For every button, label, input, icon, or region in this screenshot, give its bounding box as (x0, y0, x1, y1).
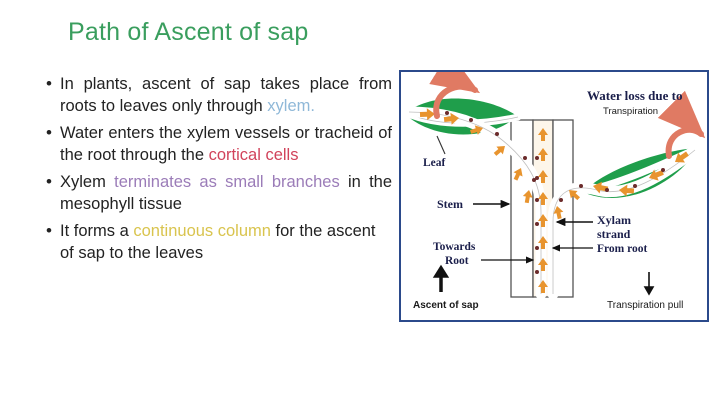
bullet-2-seg-2: cortical cells (208, 145, 299, 164)
label-towards-root-line1: Towards (433, 241, 476, 253)
sap-particles-center (535, 156, 539, 274)
transpiration-arrow-left (429, 72, 481, 119)
label-transpiration-pull: Transpiration pull (607, 300, 683, 311)
label-from-root: From root (597, 243, 648, 255)
sap-flow-arrows-right-branch (553, 151, 689, 220)
label-xylem-strand-line2: strand (597, 227, 631, 241)
bullet-4-seg-1: It forms a (60, 222, 134, 240)
label-xylem-strand-line1: Xylam (597, 213, 631, 227)
bullet-4-seg-3: for the ascent of sap to the leaves (60, 222, 376, 262)
bullet-1-seg-2: xylem. (267, 96, 315, 115)
sap-flow-arrows-center (538, 128, 548, 293)
label-leaf: Leaf (423, 157, 446, 169)
sap-particles-right-branch (559, 168, 665, 202)
sap-flow-arrows-left-branch (419, 108, 533, 204)
bullet-marker: • (46, 221, 52, 240)
bullet-3-seg-2: terminates as small branches (114, 173, 340, 191)
list-item: • In plants, ascent of sap takes place f… (44, 74, 392, 117)
ascent-of-sap-diagram: Water loss due to Transpiration Leaf Ste… (399, 70, 709, 322)
transpiration-pull-arrow (643, 272, 655, 296)
bullet-1-seg-1: In plants, ascent of sap takes place fro… (60, 75, 392, 115)
page-title: Path of Ascent of sap (68, 18, 309, 46)
list-item: • It forms a continuous column for the a… (44, 221, 392, 264)
bullet-marker: • (46, 172, 52, 191)
bullet-4-seg-2: continuous column (133, 222, 271, 240)
ascent-of-sap-arrow (432, 264, 450, 292)
list-item: • Water enters the xylem vessels or trac… (44, 123, 392, 166)
label-water-loss-sub: Transpiration (603, 106, 658, 117)
label-water-loss-title: Water loss due to (587, 88, 682, 103)
bullet-3-seg-3: in the mesophyll tissue (60, 173, 393, 213)
bullet-2-seg-1: Water enters the xylem vessels or trache… (60, 124, 392, 164)
bullet-3-seg-1: Xylem (60, 173, 115, 191)
label-towards-root-line2: Root (445, 255, 469, 267)
bullet-list: • In plants, ascent of sap takes place f… (44, 74, 392, 270)
label-stem: Stem (437, 197, 463, 211)
label-ascent-of-sap: Ascent of sap (413, 300, 479, 311)
list-item: • Xylem terminates as small branches in … (44, 172, 392, 215)
sap-particles-left-branch (445, 111, 536, 182)
bullet-marker: • (46, 123, 52, 142)
bullet-marker: • (46, 74, 52, 93)
transpiration-arrow-right (657, 90, 706, 159)
